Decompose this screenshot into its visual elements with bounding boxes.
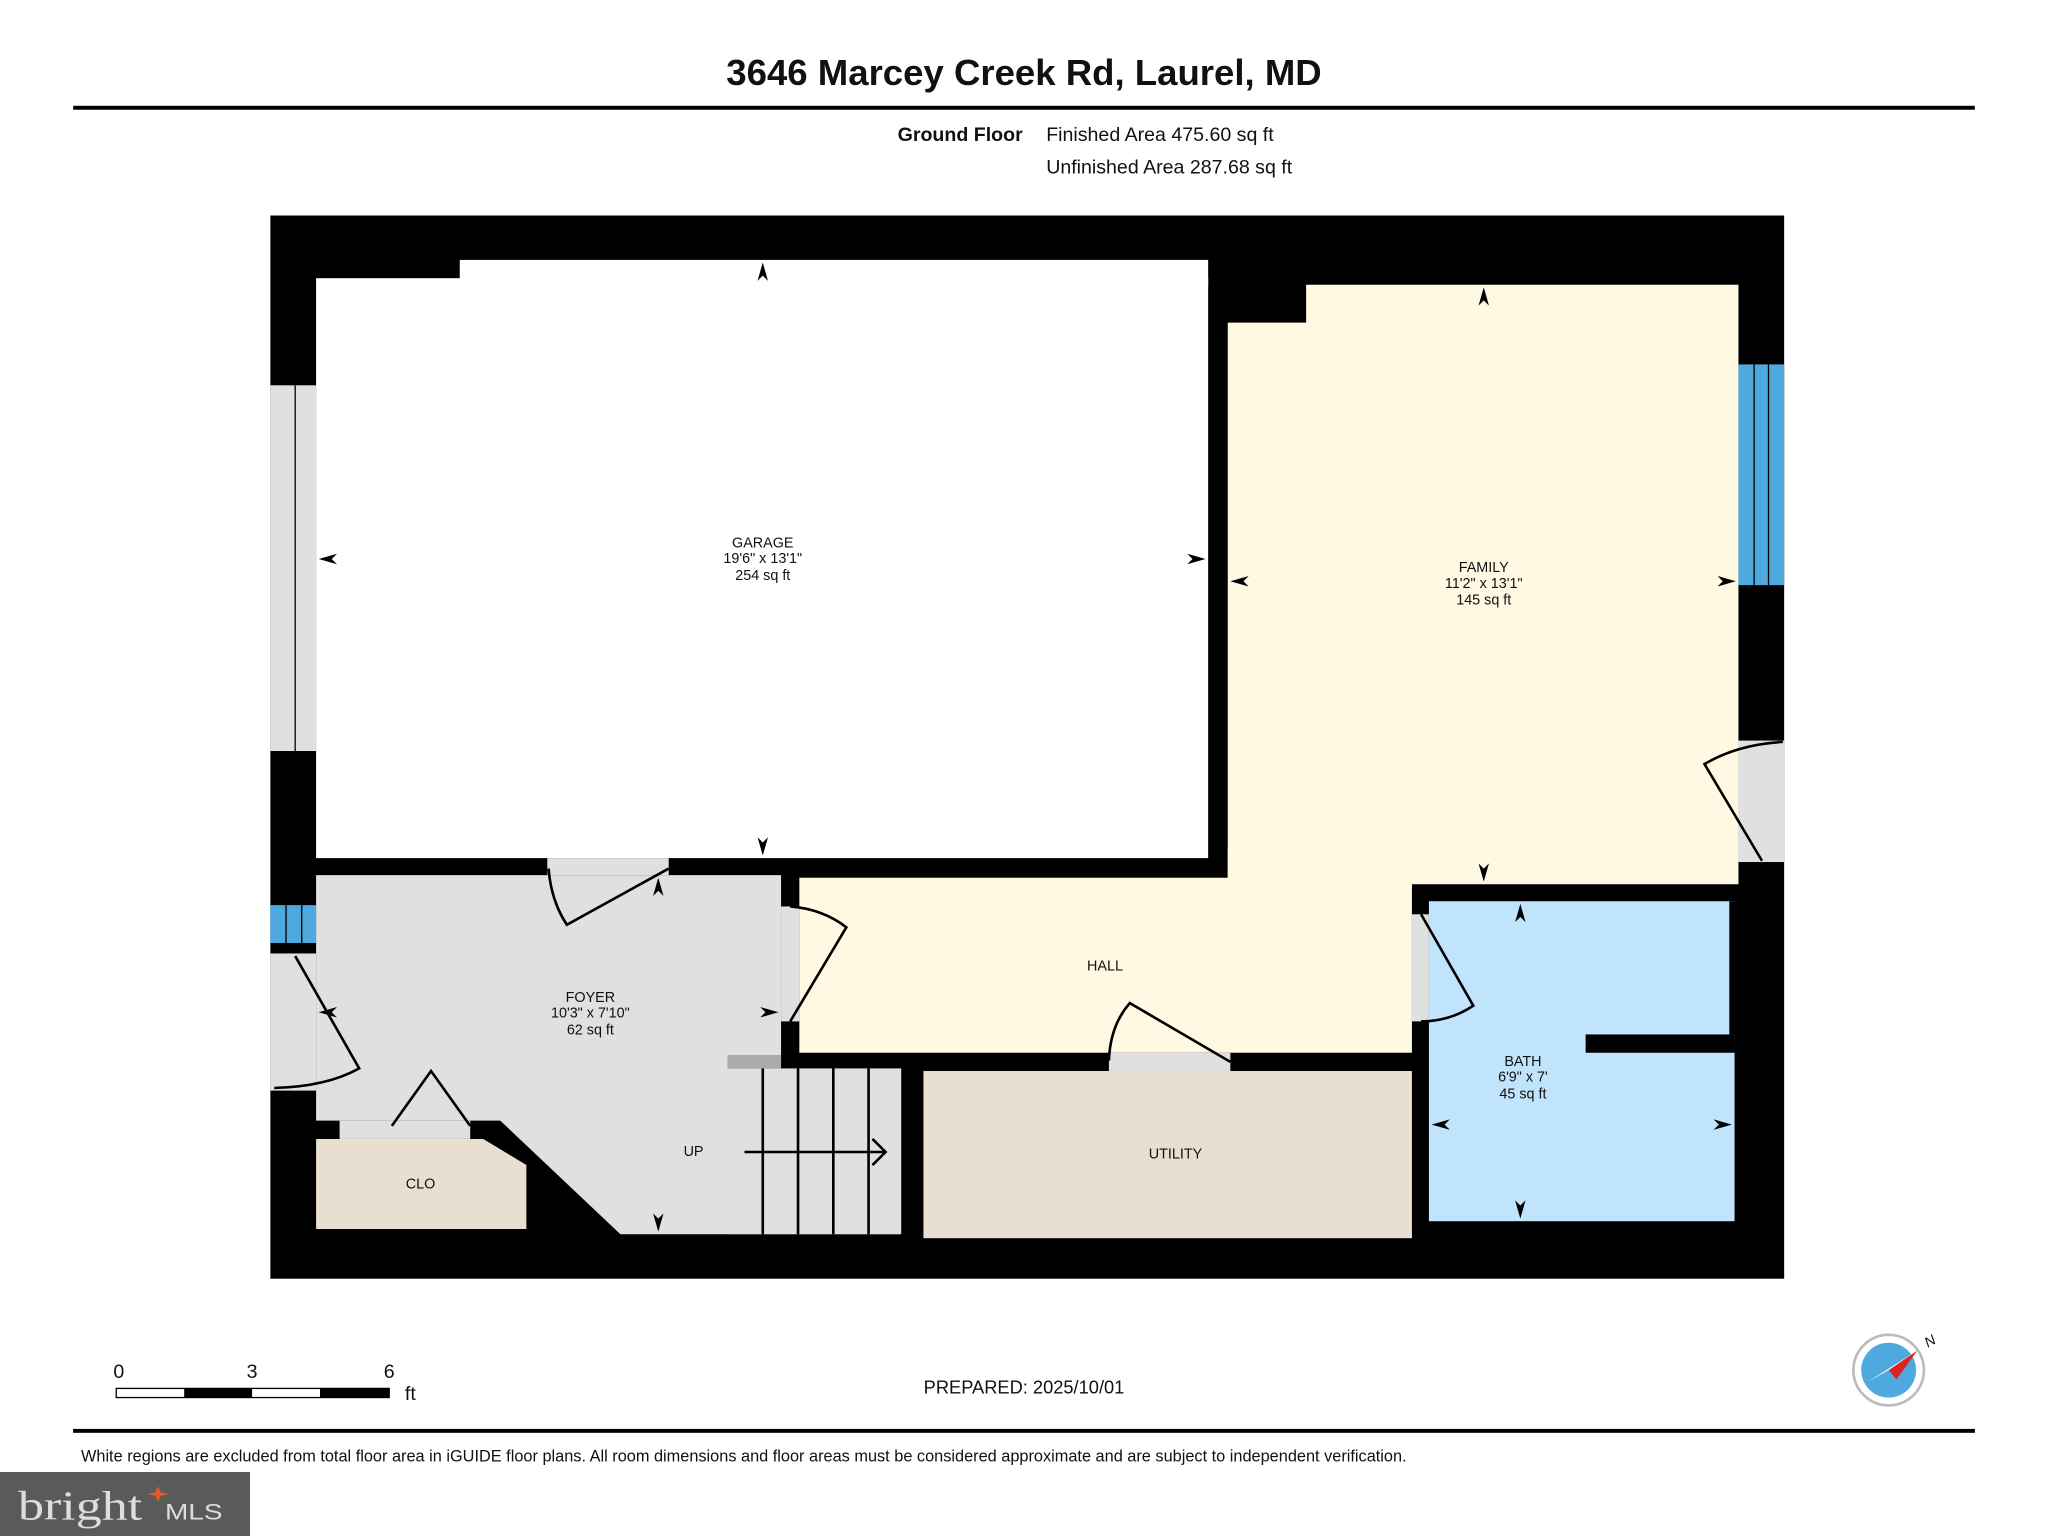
compass-label: N (1922, 1332, 1940, 1351)
room-bath (1428, 901, 1735, 1222)
bath-name: BATH (1504, 1054, 1541, 1070)
bath-area: 45 sq ft (1499, 1086, 1546, 1102)
hall-name: HALL (1087, 958, 1123, 974)
hall-connector (1227, 848, 1412, 889)
unfinished-area: Unfinished Area 287.68 sq ft (1046, 157, 1293, 179)
window (270, 905, 317, 944)
window (270, 385, 317, 752)
compass-icon: N (1852, 1332, 1940, 1407)
family-area: 145 sq ft (1456, 593, 1511, 609)
door (1411, 913, 1476, 1023)
bath-dims: 6'9" x 7' (1498, 1069, 1548, 1085)
room-garage (316, 259, 1209, 859)
family-name: FAMILY (1459, 560, 1509, 576)
footer-divider (73, 1428, 1975, 1433)
scale-bar: 0 3 6 ft (113, 1361, 416, 1405)
closet-name: CLO (406, 1177, 436, 1193)
utility-name: UTILITY (1149, 1147, 1203, 1163)
svg-text:MLS: MLS (165, 1500, 223, 1525)
disclaimer: White regions are excluded from total fl… (81, 1448, 1407, 1466)
bath-wall (1729, 901, 1743, 1035)
page-title: 3646 Marcey Creek Rd, Laurel, MD (726, 52, 1321, 93)
room-foyer (316, 875, 782, 1235)
window (1738, 364, 1785, 586)
garage-name: GARAGE (732, 535, 793, 551)
door (547, 858, 670, 927)
foyer-dims: 10'3" x 7'10" (551, 1005, 630, 1021)
door (781, 905, 849, 1023)
foyer-name: FOYER (566, 990, 615, 1006)
svg-text:bright: bright (18, 1483, 142, 1529)
family-dims: 11'2" x 13'1" (1445, 576, 1523, 592)
title-divider (73, 105, 1975, 110)
dimension-arrows (318, 262, 1736, 1232)
scale-tick: 6 (384, 1361, 395, 1383)
room-hall (799, 877, 1412, 1053)
door (339, 1068, 472, 1139)
foyer-area: 62 sq ft (567, 1022, 614, 1038)
scale-tick: 0 (113, 1361, 124, 1383)
garage-area: 254 sq ft (735, 568, 790, 584)
door (1107, 1001, 1232, 1072)
scale-tick: 3 (247, 1361, 258, 1383)
stairs-label: UP (684, 1144, 704, 1160)
scale-unit: ft (405, 1383, 416, 1405)
door (1702, 740, 1785, 863)
door (270, 953, 361, 1091)
room-family (1227, 284, 1739, 885)
room-closet (316, 1138, 527, 1230)
garage-dims: 19'6" x 13'1" (723, 551, 802, 567)
bath-wall (1585, 1034, 1735, 1053)
prepared-date: PREPARED: 2025/10/01 (924, 1377, 1125, 1398)
room-utility (923, 1071, 1412, 1239)
stairs (727, 1055, 902, 1235)
finished-area: Finished Area 475.60 sq ft (1046, 124, 1274, 146)
floor-name: Ground Floor (898, 124, 1023, 146)
bright-mls-logo: bright MLS (0, 1472, 250, 1536)
